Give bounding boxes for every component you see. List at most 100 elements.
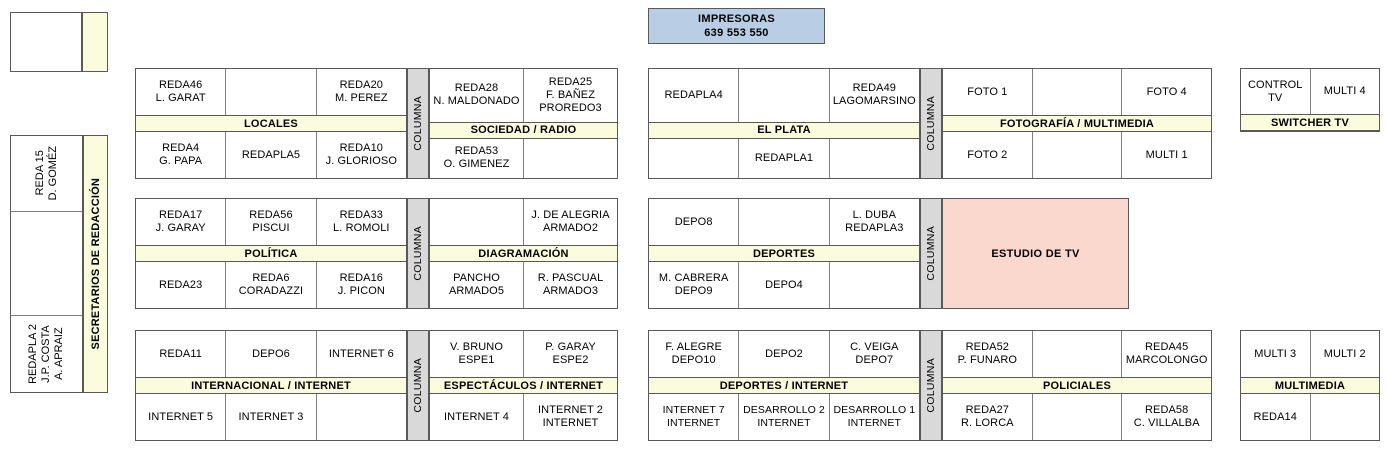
columna-text-4: COLUMNA: [925, 226, 937, 281]
el-plata-cell-1[interactable]: [739, 69, 830, 122]
columna-label-6: COLUMNA: [920, 330, 942, 441]
estudio-de-tv-block[interactable]: ESTUDIO DE TV: [942, 198, 1129, 309]
locales-banner: LOCALES: [136, 115, 406, 132]
deportes-banner: DEPORTES: [649, 245, 919, 262]
locales-cell-2[interactable]: REDA20 M. PEREZ: [316, 69, 406, 115]
columna-label-5: COLUMNA: [407, 330, 429, 441]
internacional-cell-4[interactable]: INTERNET 3: [226, 394, 317, 440]
estudio-de-tv-label: ESTUDIO DE TV: [991, 247, 1080, 260]
fotografia-cell-4[interactable]: [1032, 132, 1123, 178]
policiales-cell-1[interactable]: [1032, 331, 1123, 377]
deportes-cell-1[interactable]: [739, 199, 830, 245]
multimedia-cell-1[interactable]: MULTI 2: [1310, 331, 1379, 377]
secretarios-cell-3[interactable]: REDAPLA 2 J.P. COSTA A. APRAIZ: [11, 316, 82, 392]
switcher-tv-grid: CONTROL TV MULTI 4 SWITCHER TV: [1240, 68, 1380, 132]
internacional-cell-0[interactable]: REDA11: [136, 331, 227, 377]
el-plata-cell-4[interactable]: REDAPLA1: [739, 138, 830, 178]
espectaculos-grid: V. BRUNO ESPE1 P. GARAY ESPE2 ESPECTÁCUL…: [429, 330, 618, 441]
deportes-block: DEPO8 L. DUBA REDAPLA3 DEPORTES M. CABRE…: [648, 198, 920, 309]
diagramacion-block: J. DE ALEGRIA ARMADO2 DIAGRAMACIÓN PANCH…: [429, 198, 618, 309]
diagramacion-cell-3[interactable]: R. PASCUAL ARMADO3: [524, 262, 617, 308]
policiales-cell-3[interactable]: REDA27 R. LORCA: [943, 394, 1033, 440]
deportes-cell-2[interactable]: L. DUBA REDAPLA3: [829, 199, 919, 245]
internacional-internet-block: REDA11 DEPO6 INTERNET 6 INTERNACIONAL / …: [135, 330, 407, 441]
internacional-cell-1[interactable]: DEPO6: [226, 331, 317, 377]
locales-cell-5[interactable]: REDA10 J. GLORIOSO: [316, 132, 406, 178]
multimedia-banner: MULTIMEDIA: [1241, 377, 1379, 394]
sociedad-radio-cell-0[interactable]: REDA28 N. MALDONADO: [430, 69, 524, 122]
multimedia-cell-0[interactable]: MULTI 3: [1241, 331, 1311, 377]
internacional-top-row: REDA11 DEPO6 INTERNET 6: [136, 331, 406, 377]
policiales-cell-4[interactable]: [1032, 394, 1123, 440]
deportes-internet-cell-3[interactable]: INTERNET 7 INTERNET: [649, 394, 740, 440]
columna-strip-4: COLUMNA: [920, 198, 942, 309]
politica-cell-0[interactable]: REDA17 J. GARAY: [136, 199, 227, 245]
deportes-internet-cell-2[interactable]: C. VEIGA DEPO7: [829, 331, 919, 377]
internacional-cell-3[interactable]: INTERNET 5: [136, 394, 227, 440]
espectaculos-cell-2[interactable]: INTERNET 4: [430, 394, 524, 440]
espectaculos-cell-3[interactable]: INTERNET 2 INTERNET: [524, 394, 617, 440]
deportes-cell-0[interactable]: DEPO8: [649, 199, 740, 245]
politica-cell-3[interactable]: REDA23: [136, 262, 227, 308]
multimedia-cell-2[interactable]: REDA14: [1241, 394, 1311, 440]
fotografia-cell-1[interactable]: [1032, 69, 1123, 115]
locales-bottom-row: REDA4 G. PAPA REDAPLA5 REDA10 J. GLORIOS…: [136, 132, 406, 178]
switcher-tv-cell-0[interactable]: CONTROL TV: [1241, 69, 1311, 114]
columna-text-6: COLUMNA: [925, 358, 937, 413]
secretarios-cell-2[interactable]: [11, 212, 82, 316]
secretarios-cell-1-label: REDA 15 D. GOMÉZ: [33, 146, 59, 201]
deportes-cell-5[interactable]: [829, 262, 919, 308]
locales-cell-3[interactable]: REDA4 G. PAPA: [136, 132, 227, 178]
sociedad-radio-cell-1[interactable]: REDA25 F. BAÑEZ PROREDO3: [524, 69, 617, 122]
fotografia-cell-5[interactable]: MULTI 1: [1122, 132, 1212, 178]
fotografia-cell-2[interactable]: FOTO 4: [1122, 69, 1212, 115]
columna-label-3: COLUMNA: [407, 198, 429, 309]
deportes-grid: DEPO8 L. DUBA REDAPLA3 DEPORTES M. CABRE…: [648, 198, 920, 309]
internacional-cell-5[interactable]: [316, 394, 406, 440]
politica-cell-1[interactable]: REDA56 PISCUI: [226, 199, 317, 245]
el-plata-cell-0[interactable]: REDAPLA4: [649, 69, 740, 122]
multimedia-cell-3[interactable]: [1310, 394, 1379, 440]
columna-text-3: COLUMNA: [412, 226, 424, 281]
el-plata-cell-2[interactable]: REDA49 LAGOMARSINO: [829, 69, 919, 122]
politica-cell-5[interactable]: REDA16 J. PICON: [316, 262, 406, 308]
diagramacion-cell-0[interactable]: [430, 199, 524, 245]
impresoras-box[interactable]: IMPRESORAS 639 553 550: [648, 8, 825, 44]
espectaculos-bottom-row: INTERNET 4 INTERNET 2 INTERNET: [430, 394, 617, 440]
estudio-de-tv-label-wrap: ESTUDIO DE TV: [942, 198, 1129, 309]
secretarios-cell-1[interactable]: REDA 15 D. GOMÉZ: [11, 136, 82, 212]
deportes-cell-4[interactable]: DEPO4: [739, 262, 830, 308]
columna-strip-2: COLUMNA: [920, 68, 942, 179]
policiales-cell-2[interactable]: REDA45 MARCOLONGO: [1122, 331, 1212, 377]
politica-cell-4[interactable]: REDA6 CORADAZZI: [226, 262, 317, 308]
policiales-cell-5[interactable]: REDA58 C. VILLALBA: [1122, 394, 1212, 440]
fotografia-cell-0[interactable]: FOTO 1: [943, 69, 1033, 115]
locales-cell-4[interactable]: REDAPLA5: [226, 132, 317, 178]
sociedad-radio-cell-2[interactable]: REDA53 O. GIMENEZ: [430, 138, 524, 178]
switcher-tv-cell-1[interactable]: MULTI 4: [1310, 69, 1379, 114]
secretarios-de-redaccion-block: REDA 15 D. GOMÉZ REDAPLA 2 J.P. COSTA A.…: [10, 135, 108, 393]
el-plata-cell-5[interactable]: [829, 138, 919, 178]
sidebar-top-empty-box: [10, 12, 82, 72]
politica-top-row: REDA17 J. GARAY REDA56 PISCUI REDA33 L. …: [136, 199, 406, 245]
politica-grid: REDA17 J. GARAY REDA56 PISCUI REDA33 L. …: [135, 198, 407, 309]
columna-strip-6: COLUMNA: [920, 330, 942, 441]
deportes-internet-cell-4[interactable]: DESARROLLO 2 INTERNET: [739, 394, 830, 440]
locales-cell-0[interactable]: REDA46 L. GARAT: [136, 69, 227, 115]
espectaculos-cell-1[interactable]: P. GARAY ESPE2: [524, 331, 617, 377]
sociedad-radio-cell-3[interactable]: [524, 138, 617, 178]
deportes-internet-cell-0[interactable]: F. ALEGRE DEPO10: [649, 331, 740, 377]
diagramacion-cell-2[interactable]: PANCHO ARMADO5: [430, 262, 524, 308]
columna-label-4: COLUMNA: [920, 198, 942, 309]
locales-cell-1[interactable]: [226, 69, 317, 115]
fotografia-cell-3[interactable]: FOTO 2: [943, 132, 1033, 178]
internacional-cell-2[interactable]: INTERNET 6: [316, 331, 406, 377]
deportes-internet-cell-1[interactable]: DEPO2: [739, 331, 830, 377]
el-plata-cell-3[interactable]: [649, 138, 740, 178]
espectaculos-cell-0[interactable]: V. BRUNO ESPE1: [430, 331, 524, 377]
policiales-cell-0[interactable]: REDA52 P. FUNARO: [943, 331, 1033, 377]
politica-cell-2[interactable]: REDA33 L. ROMOLI: [316, 199, 406, 245]
deportes-internet-cell-5[interactable]: DESARROLLO 1 INTERNET: [829, 394, 919, 440]
deportes-cell-3[interactable]: M. CABRERA DEPO9: [649, 262, 740, 308]
diagramacion-cell-1[interactable]: J. DE ALEGRIA ARMADO2: [524, 199, 617, 245]
